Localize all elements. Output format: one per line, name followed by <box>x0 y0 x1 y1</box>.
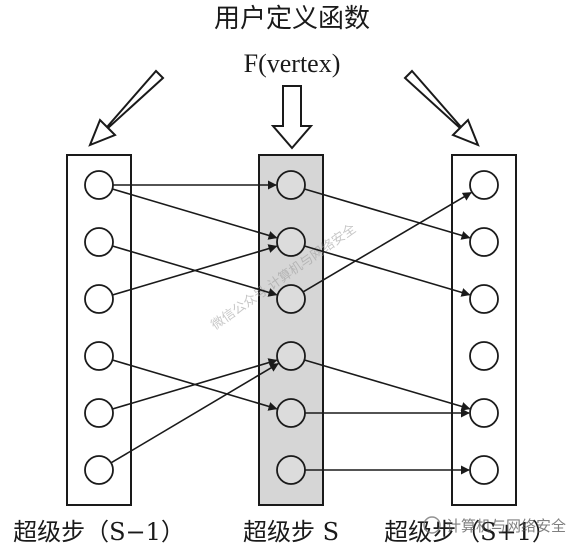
superstep-current-label: 超级步 S <box>243 518 339 546</box>
footer-badge: 计算机与网络安全 <box>423 516 566 535</box>
vertex-nodes <box>84 170 499 485</box>
message-edges <box>110 180 472 475</box>
message-edge <box>112 358 278 410</box>
vertex-node <box>469 455 499 485</box>
vertex-node <box>84 227 114 257</box>
diagram-title: 用户定义函数 <box>214 4 370 34</box>
vertex-node <box>84 284 114 314</box>
vertex-node <box>276 341 306 371</box>
message-edge <box>110 362 279 464</box>
vertex-node <box>84 455 114 485</box>
vertex-node <box>276 170 306 200</box>
footer-mark-text: 计算机与网络安全 <box>446 517 566 535</box>
message-edge <box>302 191 472 293</box>
vertex-node <box>84 398 114 428</box>
vertex-node <box>276 455 306 485</box>
message-edge <box>112 188 278 240</box>
vertex-node <box>84 170 114 200</box>
superstep-prev-box <box>66 154 132 506</box>
message-edge <box>304 245 471 297</box>
superstep-next-label: 超级步（S+1） <box>384 518 556 546</box>
superstep-current-box <box>258 154 324 506</box>
vertex-node <box>276 398 306 428</box>
function-label: F(vertex) <box>244 49 341 78</box>
vertex-node <box>276 227 306 257</box>
input-arrow-middle <box>270 85 314 150</box>
vertex-node <box>469 284 499 314</box>
vertex-node <box>469 398 499 428</box>
message-edge <box>304 359 471 411</box>
wechat-icon <box>423 516 441 534</box>
message-edge <box>304 188 471 240</box>
vertex-node <box>84 341 114 371</box>
vertex-node <box>469 170 499 200</box>
message-edge <box>112 244 278 296</box>
vertex-node <box>469 341 499 371</box>
input-arrow-left <box>88 69 165 147</box>
vertex-node <box>276 284 306 314</box>
input-arrow-right <box>403 69 480 147</box>
superstep-next-box <box>451 154 517 506</box>
superstep-prev-label: 超级步（S−1） <box>13 518 185 546</box>
vertex-node <box>469 227 499 257</box>
